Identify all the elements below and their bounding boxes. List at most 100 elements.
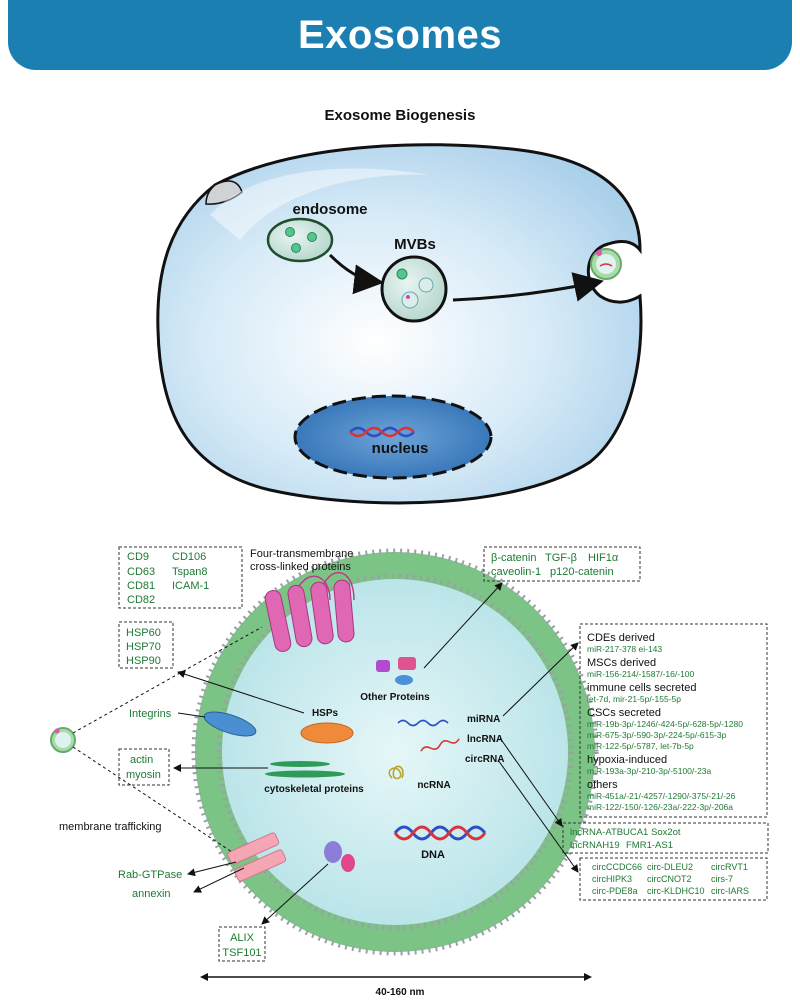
annexin-label: annexin [132, 888, 171, 900]
mirna-strand [397, 719, 449, 727]
tetraspanin-tspan8: Tspan8 [172, 566, 207, 578]
mirna-entry: miR-193a-3p/-210-3p/-5100/-23a [587, 766, 712, 776]
hsps-label: HSPs [312, 708, 339, 719]
circ-cirs7: cirs-7 [711, 874, 733, 884]
mirna-category-heading: MSCs derived [587, 657, 656, 669]
rab-arrow [187, 861, 237, 877]
released-exosome [590, 248, 622, 280]
lncrna-strand [420, 738, 460, 752]
dna-label: DNA [421, 849, 445, 861]
rab-gtpase-label: Rab-GTPase [118, 869, 182, 881]
dna-helix [393, 825, 487, 841]
mirna-entry: miR-122-5p/-5787, let-7b-5p [587, 741, 694, 751]
protein-caveolin-1: caveolin-1 [491, 566, 541, 578]
endosome [266, 217, 334, 263]
actin-label: actin [130, 754, 153, 766]
mvbs-label: MVBs [394, 236, 436, 253]
circ-dleu2: circ-DLEU2 [647, 862, 693, 872]
tetraspanin-box [118, 546, 243, 609]
biogenesis-heading: Exosome Biogenesis [325, 107, 476, 124]
ncrna-label: ncRNA [417, 780, 450, 791]
protein-tgf-beta: TGF-β [545, 552, 577, 564]
mvb [380, 255, 448, 323]
circ-kldhc10: circ-KLDHC10 [647, 886, 705, 896]
endosome-to-mvb-arrow [328, 253, 384, 295]
escrt-molecules [324, 841, 355, 872]
circrna-box [579, 857, 768, 901]
mirna-category-heading: CDEs derived [587, 632, 655, 644]
mirna-entry: miR-217-378 ei-143 [587, 644, 662, 654]
circrna-arrow [497, 759, 579, 873]
integrin-molecule [203, 711, 257, 737]
mirna-category-heading: CSCs secreted [587, 707, 661, 719]
small-exosome [50, 727, 76, 753]
circ-rvt1: circRVT1 [711, 862, 748, 872]
nucleus [293, 394, 493, 480]
mirna-category-heading: others [587, 779, 618, 791]
mirna-entry: miR-122/-150/-126/-23a/-222-3p/-206a [587, 802, 733, 812]
title-banner: Exosomes [8, 0, 792, 70]
other-proteins-molecules [376, 657, 416, 685]
mirna-entry: miR-675-3p/-590-3p/-224-5p/-615-3p [587, 730, 727, 740]
mirna-entry: miR-451a/-21/-4257/-1290/-375/-21/-26 [587, 791, 736, 801]
cytoskeletal-box [118, 748, 170, 786]
integrins-label: Integrins [129, 708, 172, 720]
exosome [191, 548, 599, 956]
lncrna-label: lncRNA [467, 734, 503, 745]
endosome-label: endosome [292, 201, 367, 218]
tsf101-label: TSF101 [222, 947, 261, 959]
tetraspanin-cd63: CD63 [127, 566, 155, 578]
mirna-category-heading: hypoxia-induced [587, 754, 667, 766]
circ-ccdc66: circCCDC66 [592, 862, 642, 872]
mirna-entry: miR-19b-3p/-1246/-424-5p/-628-5p/-1280 [587, 719, 743, 729]
tetraspanin-label-line1: Four-transmembrane [250, 548, 353, 560]
hsp70: HSP70 [126, 641, 161, 653]
lncrna-arrow [499, 737, 563, 827]
escrt-box [218, 926, 266, 962]
scale-label: 40-160 nm [376, 987, 425, 998]
protein-p120-catenin: p120-catenin [550, 566, 614, 578]
lncrna-atb: lncRNA-ATB [570, 827, 623, 838]
protein-hif1a: HIF1α [588, 552, 619, 564]
circ-cnot2: circCNOT2 [647, 874, 692, 884]
hsp-molecule [300, 722, 354, 744]
myosin-label: myosin [126, 769, 161, 781]
ncrna-strand [388, 765, 404, 780]
cytoskeleton-fibers [265, 761, 345, 778]
hsp-arrow [177, 670, 305, 714]
mirna-entry: miR-156-214/-1587/-16/-100 [587, 669, 695, 679]
hsp60: HSP60 [126, 627, 161, 639]
tetraspanin-icam1: ICAM-1 [172, 580, 209, 592]
hsp90: HSP90 [126, 655, 161, 667]
hsp-box [118, 621, 174, 669]
lncrna-box [562, 822, 769, 854]
lncrna-uca1: UCA1 [623, 827, 648, 838]
tetraspanin-cd9: CD9 [127, 551, 149, 563]
mirna-category-heading: immune cells secreted [587, 682, 696, 694]
tetraspanin-label-line2: cross-linked proteins [250, 561, 351, 573]
tetraspanin-protein [264, 572, 355, 652]
other-proteins-label: Other Proteins [360, 692, 430, 703]
protein-beta-catenin: β-catenin [491, 552, 536, 564]
alix-label: ALIX [230, 932, 255, 944]
mirna-arrow [502, 642, 579, 717]
page-title: Exosomes [297, 12, 503, 57]
circ-pde8a: circ-PDE8a [592, 886, 638, 896]
annexin-arrow [193, 867, 245, 893]
escrt-arrow [261, 863, 329, 925]
mirna-entry: let-7d, mir-21-5p/-155-5p [587, 694, 681, 704]
membrane-channel [227, 832, 287, 882]
tetraspanin-cd81: CD81 [127, 580, 155, 592]
lncrna-fmr1-as1: FMR1-AS1 [626, 840, 673, 851]
zoom-line-top [72, 626, 263, 734]
nucleus-label: nucleus [372, 440, 429, 457]
mvb-to-release-arrow [452, 272, 604, 302]
mirna-label: miRNA [467, 714, 500, 725]
integrins-line [177, 712, 206, 718]
circrna-label: circRNA [465, 754, 504, 765]
zoom-line-bottom [72, 746, 233, 853]
membrane-trafficking-label: membrane trafficking [59, 821, 162, 833]
tetraspanin-cd82: CD82 [127, 594, 155, 606]
other-proteins-box [483, 546, 641, 582]
